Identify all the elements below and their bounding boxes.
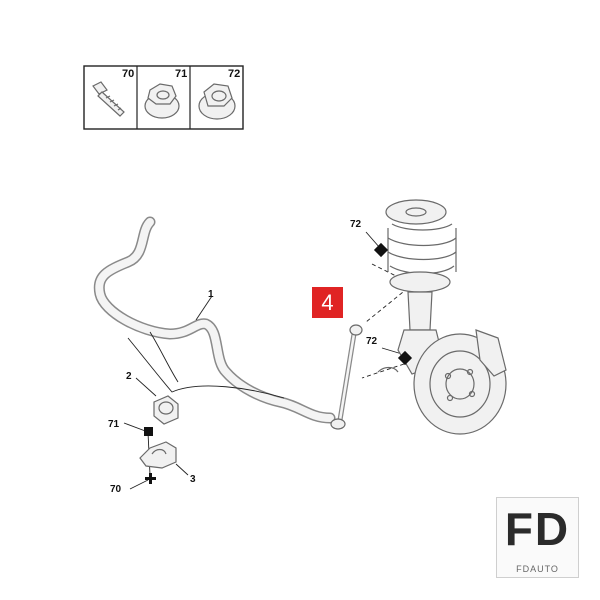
callout-3: 3	[190, 474, 196, 485]
table-header-70: 70	[122, 68, 134, 80]
table-header-71: 71	[175, 68, 187, 80]
callout-72-top: 72	[350, 219, 362, 230]
watermark-main: FD	[504, 503, 571, 555]
square-marker	[144, 427, 153, 436]
callout-4-label: 4	[321, 290, 333, 315]
watermark-logo: FD FDAUTO	[496, 497, 579, 578]
callout-4-box	[312, 287, 343, 318]
brake-disc	[413, 329, 507, 435]
callout-4-highlight: 4	[312, 287, 343, 318]
bolt-icon	[92, 81, 125, 117]
diamond-marker	[397, 350, 413, 366]
callout-71: 71	[108, 419, 120, 430]
stabilizer-link	[330, 324, 399, 430]
leader-lines	[123, 231, 409, 490]
callout-70: 70	[110, 484, 122, 495]
callout-2: 2	[126, 371, 132, 382]
bracket	[139, 441, 177, 469]
cross-marker	[145, 473, 156, 484]
table-header-72: 72	[228, 68, 240, 80]
callout-72-mid: 72	[366, 336, 378, 347]
watermark-sub: FDAUTO	[516, 564, 559, 574]
flange-nut-72-icon	[198, 83, 236, 120]
flange-nut-71-icon	[144, 83, 180, 119]
stabilizer-bar	[93, 216, 336, 424]
callout-1: 1	[208, 289, 214, 300]
fasteners-table: 70 71 72	[83, 65, 244, 130]
diamond-marker	[373, 242, 389, 258]
bushing	[153, 395, 179, 425]
